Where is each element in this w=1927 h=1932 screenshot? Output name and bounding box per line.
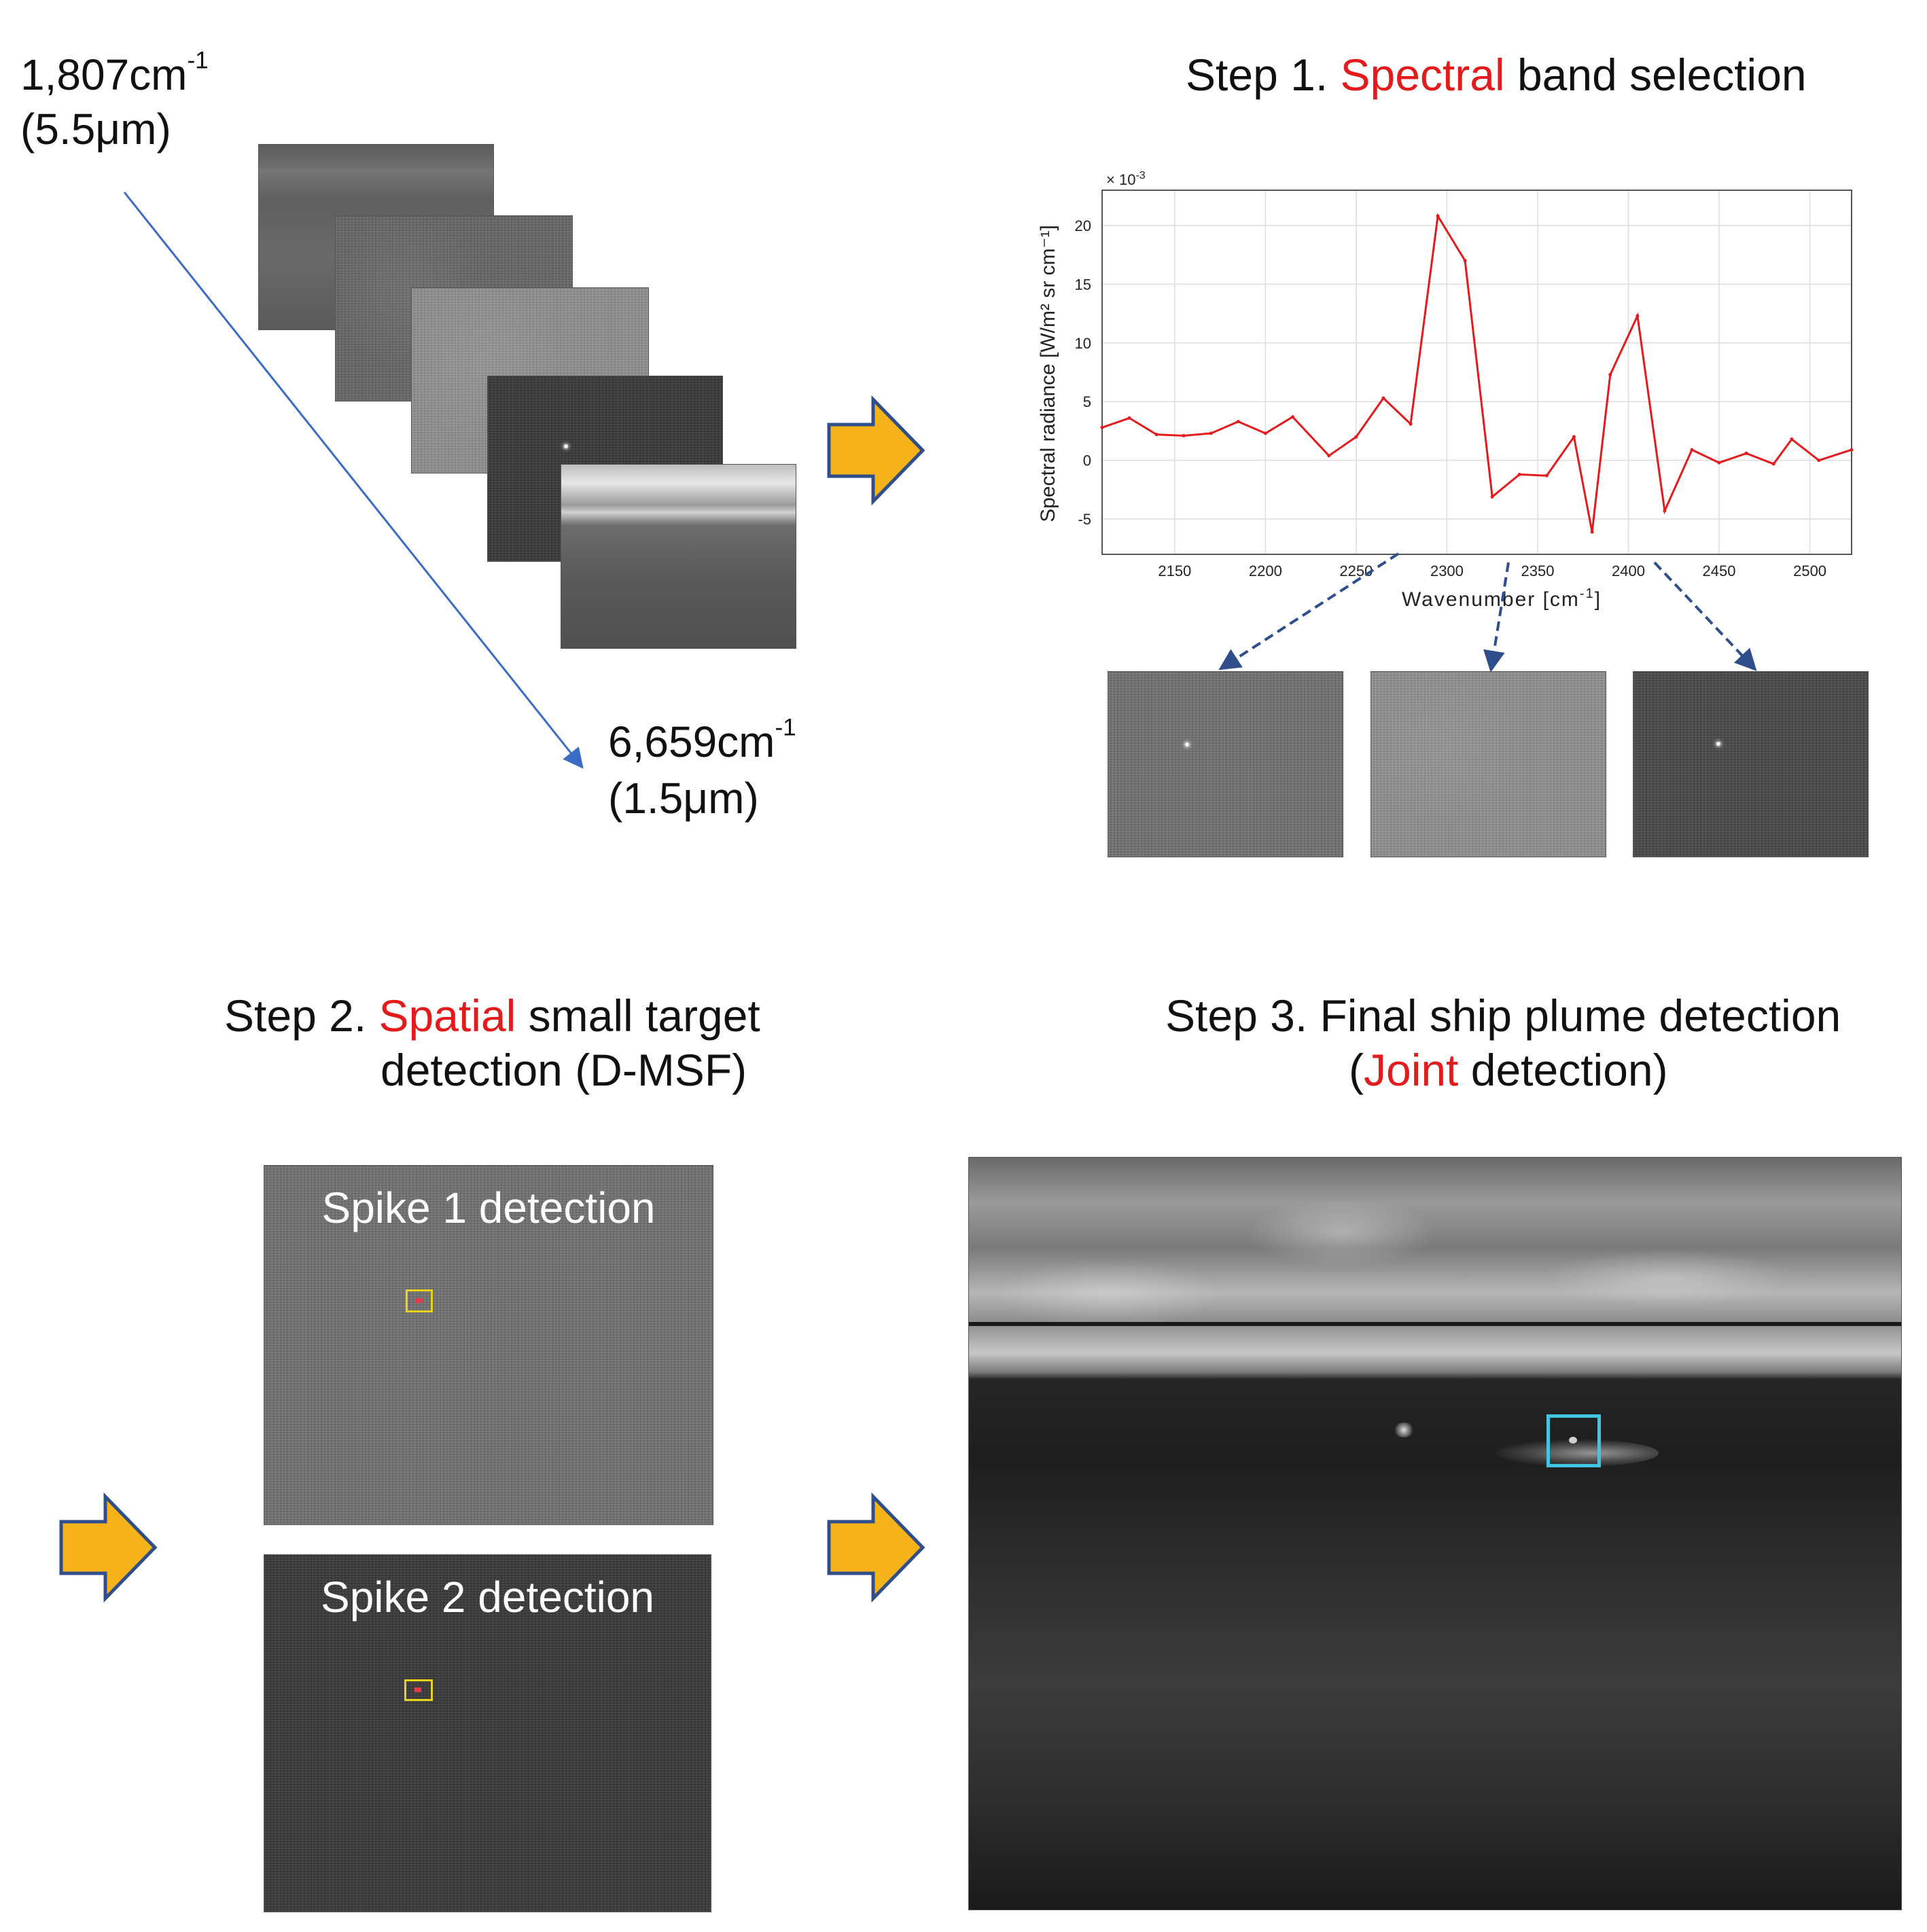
spectrum-point xyxy=(1850,448,1854,452)
x-tick-label: 2300 xyxy=(1430,562,1464,579)
spectrum-point xyxy=(1517,472,1521,476)
spectrum-point xyxy=(1744,451,1748,455)
spectrum-point xyxy=(1690,448,1694,452)
target-spot xyxy=(1185,743,1189,747)
spectrum-point xyxy=(1790,437,1794,442)
spike2-detection-image: Spike 2 detection xyxy=(264,1554,711,1912)
x-tick-label: 2350 xyxy=(1521,562,1554,579)
y-tick-label: 5 xyxy=(1083,393,1091,410)
spectrum-point xyxy=(1636,314,1640,318)
target-spot xyxy=(564,444,568,448)
selected-band-image-3 xyxy=(1633,671,1869,857)
x-tick-label: 2450 xyxy=(1703,562,1736,579)
spectrum-point xyxy=(1290,415,1294,419)
spectrum-point xyxy=(1544,473,1549,478)
spectrum-series-line xyxy=(1101,213,1852,533)
step2-title: Step 2. Spatial small target xyxy=(224,990,760,1041)
spectral-radiance-chart: 2150 2200 2250 2300 2350 2400 2450 2500 -5 0 5 10 15… xyxy=(1037,170,1854,611)
y-tick-label: 15 xyxy=(1075,276,1091,293)
x-tick-label: 2400 xyxy=(1612,562,1645,579)
y-axis-label: Spectral radiance [W/m² sr cm⁻¹] xyxy=(1037,225,1059,522)
band-end-label: 6,659cm-1 xyxy=(608,714,796,766)
step1-title: Step 1. Spectral band selection xyxy=(1186,50,1807,100)
spike1-target-marker xyxy=(416,1298,423,1303)
spike2-caption: Spike 2 detection xyxy=(321,1573,654,1622)
spectrum-point xyxy=(1236,420,1240,424)
y-tick-label: 10 xyxy=(1075,335,1091,352)
plume-detection-box xyxy=(1546,1414,1601,1467)
spectrum-point xyxy=(1608,372,1612,376)
x-tick-label: 2500 xyxy=(1793,562,1826,579)
x-tick-label: 2150 xyxy=(1158,562,1191,579)
selected-band-image-1 xyxy=(1108,671,1343,857)
spectrum-point xyxy=(1771,462,1775,466)
spectrum-point xyxy=(1436,214,1440,218)
band-direction-arrow xyxy=(123,192,584,769)
spectrum-point xyxy=(1463,259,1467,263)
spike1-caption: Spike 1 detection xyxy=(321,1183,656,1232)
ship-plume xyxy=(1496,1439,1659,1467)
flow-arrow-step2 xyxy=(59,1492,158,1603)
band-start-wavelength: (5.5μm) xyxy=(20,105,171,154)
spike1-target-box xyxy=(406,1289,433,1312)
spike2-target-marker xyxy=(414,1687,421,1692)
target-spot xyxy=(1716,742,1720,746)
spectrum-point xyxy=(1154,433,1159,437)
spectrum-point xyxy=(1817,459,1821,463)
flow-arrow-step3 xyxy=(827,1492,925,1603)
distant-ship-glow xyxy=(1394,1423,1414,1437)
spectrum-point xyxy=(1354,435,1358,439)
step3-title-line2: (Joint detection) xyxy=(1349,1045,1668,1095)
y-tick-label: 20 xyxy=(1075,217,1091,234)
y-tick-label: -5 xyxy=(1078,511,1091,528)
band-start-label: 1,807cm-1 xyxy=(20,47,209,99)
spectrum-point xyxy=(1409,422,1413,426)
final-detection-image xyxy=(968,1157,1902,1910)
spectrum-point xyxy=(1490,495,1494,499)
plume-hotspot xyxy=(1569,1437,1577,1444)
spike2-target-box xyxy=(404,1679,433,1701)
y-tick-label: 0 xyxy=(1083,452,1091,469)
band-selection-arrows xyxy=(1218,552,1757,673)
spectrum-point xyxy=(1263,431,1267,435)
spectrum-point xyxy=(1717,461,1721,465)
band-end-wavelength: (1.5μm) xyxy=(608,774,759,823)
spectrum-point xyxy=(1572,435,1576,439)
x-axis-label: Wavenumber [cm-1] xyxy=(1402,586,1602,611)
x-tick-label: 2200 xyxy=(1249,562,1282,579)
horizon-line xyxy=(969,1322,1901,1326)
x-tick-label: 2250 xyxy=(1339,562,1373,579)
step2-title-line2: detection (D-MSF) xyxy=(381,1045,747,1095)
spectrum-point xyxy=(1127,416,1131,420)
spectrum-point xyxy=(1100,425,1104,429)
flow-arrow-step1 xyxy=(827,395,925,506)
spectrum-point xyxy=(1327,454,1331,458)
spectrum-point xyxy=(1182,433,1186,437)
spectrum-point xyxy=(1381,396,1385,400)
selected-band-image-2 xyxy=(1371,671,1606,857)
spectrum-point xyxy=(1590,530,1594,534)
band-image-5 xyxy=(561,464,796,649)
spike1-detection-image: Spike 1 detection xyxy=(264,1165,713,1525)
spectrum-point xyxy=(1663,509,1667,513)
step3-title: Step 3. Final ship plume detection xyxy=(1165,990,1841,1041)
scale-factor-label: × 10-3 xyxy=(1106,170,1146,188)
spectrum-point xyxy=(1209,431,1213,435)
